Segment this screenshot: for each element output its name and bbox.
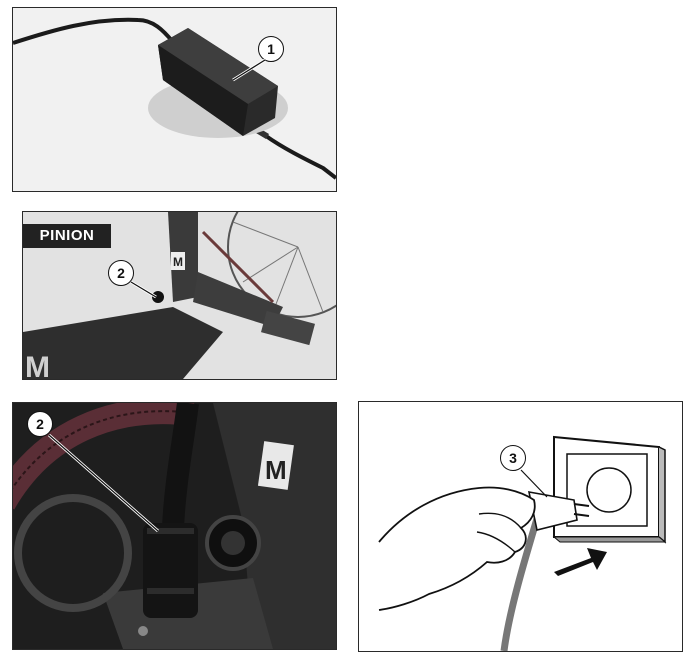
wall-outlet-drawing: 3 (358, 401, 683, 652)
svg-text:M: M (265, 455, 287, 485)
callout-1: 1 (258, 36, 284, 62)
pinion-frame-photo: M M PINION 2 (22, 211, 337, 380)
charging-socket-illustration: M (13, 403, 336, 649)
callout-2-socket: 2 (27, 411, 53, 437)
callout-2-pinion: 2 (108, 260, 134, 286)
pinion-badge: PINION (23, 224, 111, 248)
svg-text:M: M (25, 351, 50, 379)
charger-illustration (13, 17, 336, 180)
pinion-frame-illustration: M M (23, 212, 336, 379)
svg-text:M: M (173, 255, 183, 269)
callout-3: 3 (500, 445, 526, 471)
wall-outlet-illustration (378, 435, 667, 651)
charger-photo: 1 (12, 7, 337, 192)
charging-socket-photo: M 2 (12, 402, 337, 650)
